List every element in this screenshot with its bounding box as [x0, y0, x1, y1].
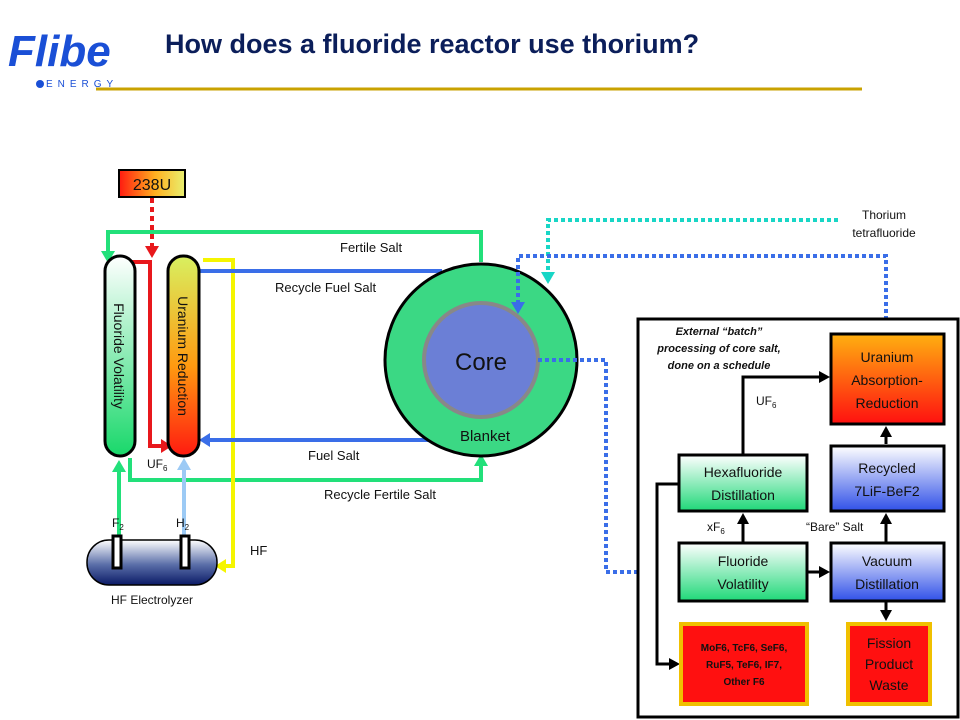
flibe-logo: Flibe ENERGY — [8, 27, 118, 90]
fluoride-volatility-box: Fluoride Volatility — [677, 541, 809, 603]
external-note-line2: processing of core salt, — [656, 343, 780, 355]
f2-label: F2 — [112, 516, 124, 532]
fluoride-volatility-line1: Fluoride — [718, 553, 769, 569]
external-note-line1: External “batch” — [676, 326, 763, 338]
fuel-salt-arrow-icon — [199, 433, 210, 447]
uranium-absorption-line3: Reduction — [855, 395, 918, 411]
vacuum-distillation-box: Vacuum Distillation — [829, 541, 946, 603]
u238-box — [118, 169, 186, 198]
fertile-salt-arrow-icon — [101, 251, 115, 263]
fluoride-volatility-column-label: Fluoride Volatility — [111, 303, 127, 409]
thorium-label-line2: tetrafluoride — [852, 226, 916, 240]
h2-arrow-icon — [177, 458, 191, 470]
uranium-absorption-box: Uranium Absorption- Reduction — [829, 332, 946, 426]
vacuum-to-fission-arrow-icon — [880, 610, 892, 621]
blanket-label: Blanket — [460, 428, 511, 445]
vacuum-line2: Distillation — [855, 576, 919, 592]
recycled-to-uranium-arrow-icon — [880, 426, 892, 437]
vacuum-line1: Vacuum — [862, 553, 912, 569]
electrode-left-icon — [111, 534, 123, 570]
mof6-line2: RuF5, TeF6, IF7, — [706, 660, 782, 671]
mof6-line1: MoF6, TcF6, SeF6, — [701, 643, 788, 654]
h2-label: H2 — [176, 516, 190, 532]
fertile-salt-line — [106, 230, 483, 262]
page-title: How does a fluoride reactor use thorium? — [165, 29, 699, 59]
hf-line — [203, 258, 235, 568]
uranium-return-dotted-line — [516, 254, 888, 334]
volatility-to-vacuum-arrow-icon — [819, 566, 830, 578]
logo-wordmark: Flibe — [8, 27, 111, 76]
recycle-fertile-arrow-icon — [474, 454, 488, 466]
uranium-absorption-line2: Absorption- — [851, 372, 923, 388]
fluoride-volatility-column — [103, 254, 137, 458]
uf6-right-label: UF6 — [756, 394, 777, 410]
fuel-salt-label: Fuel Salt — [308, 448, 360, 463]
thorium-dotted-line — [546, 218, 838, 275]
thorium-label-line1: Thorium — [862, 208, 906, 222]
uranium-reduction-column — [166, 254, 201, 458]
recycled-line1: Recycled — [858, 460, 916, 476]
hexafluoride-to-uranium-line — [741, 375, 820, 454]
hf-electrolyzer-tank — [86, 539, 218, 586]
hf-arrow-icon — [215, 559, 226, 573]
electrode-right-icon — [179, 534, 191, 570]
bare-salt-label: “Bare” Salt — [806, 520, 864, 534]
volatility-to-hexafluoride-arrow-icon — [737, 513, 749, 524]
logo-subtext: ENERGY — [46, 79, 118, 90]
red-transfer-arrow-icon — [161, 439, 172, 453]
hf-electrolyzer-label: HF Electrolyzer — [111, 593, 193, 607]
xf6-label: xF6 — [707, 520, 725, 536]
recycle-fertile-salt-line — [128, 458, 483, 482]
recycle-fertile-salt-label: Recycle Fertile Salt — [324, 487, 436, 502]
hexafluoride-to-uranium-arrow-icon — [819, 371, 830, 383]
uranium-return-arrow-icon — [511, 302, 525, 314]
mof6-waste-box: MoF6, TcF6, SeF6, RuF5, TeF6, IF7, Other… — [679, 622, 809, 706]
f2-arrow-icon — [112, 460, 126, 472]
hexafluoride-to-mof6-line — [655, 482, 679, 666]
external-note-line3: done on a schedule — [668, 360, 771, 372]
hexafluoride-to-mof6-arrow-icon — [669, 658, 680, 670]
red-transfer-line — [128, 260, 165, 448]
core-label: Core — [455, 349, 507, 376]
u238-arrow-icon — [145, 246, 159, 258]
u238-label: 238U — [133, 177, 171, 194]
recycled-salt-box: Recycled 7LiF-BeF2 — [829, 444, 946, 513]
hexafluoride-line2: Distillation — [711, 487, 775, 503]
fission-line3: Waste — [869, 677, 908, 693]
uf6-left-label: UF6 — [147, 457, 168, 473]
recycle-fuel-salt-label: Recycle Fuel Salt — [275, 280, 377, 295]
fertile-salt-label: Fertile Salt — [340, 240, 403, 255]
uranium-reduction-column-label: Uranium Reduction — [175, 296, 191, 416]
fission-line2: Product — [865, 656, 913, 672]
recycled-line2: 7LiF-BeF2 — [854, 483, 920, 499]
fission-line1: Fission — [867, 635, 911, 651]
vacuum-to-recycled-arrow-icon — [880, 513, 892, 524]
hf-label: HF — [250, 543, 267, 558]
logo-dot-icon — [36, 80, 44, 88]
uranium-absorption-line1: Uranium — [861, 349, 914, 365]
hexafluoride-distillation-box: Hexafluoride Distillation — [677, 453, 809, 513]
fission-product-waste-box: Fission Product Waste — [846, 622, 932, 706]
mof6-line3: Other F6 — [723, 677, 765, 688]
fluoride-volatility-line2: Volatility — [717, 576, 768, 592]
hexafluoride-line1: Hexafluoride — [704, 464, 783, 480]
thorium-arrow-icon — [541, 272, 555, 284]
